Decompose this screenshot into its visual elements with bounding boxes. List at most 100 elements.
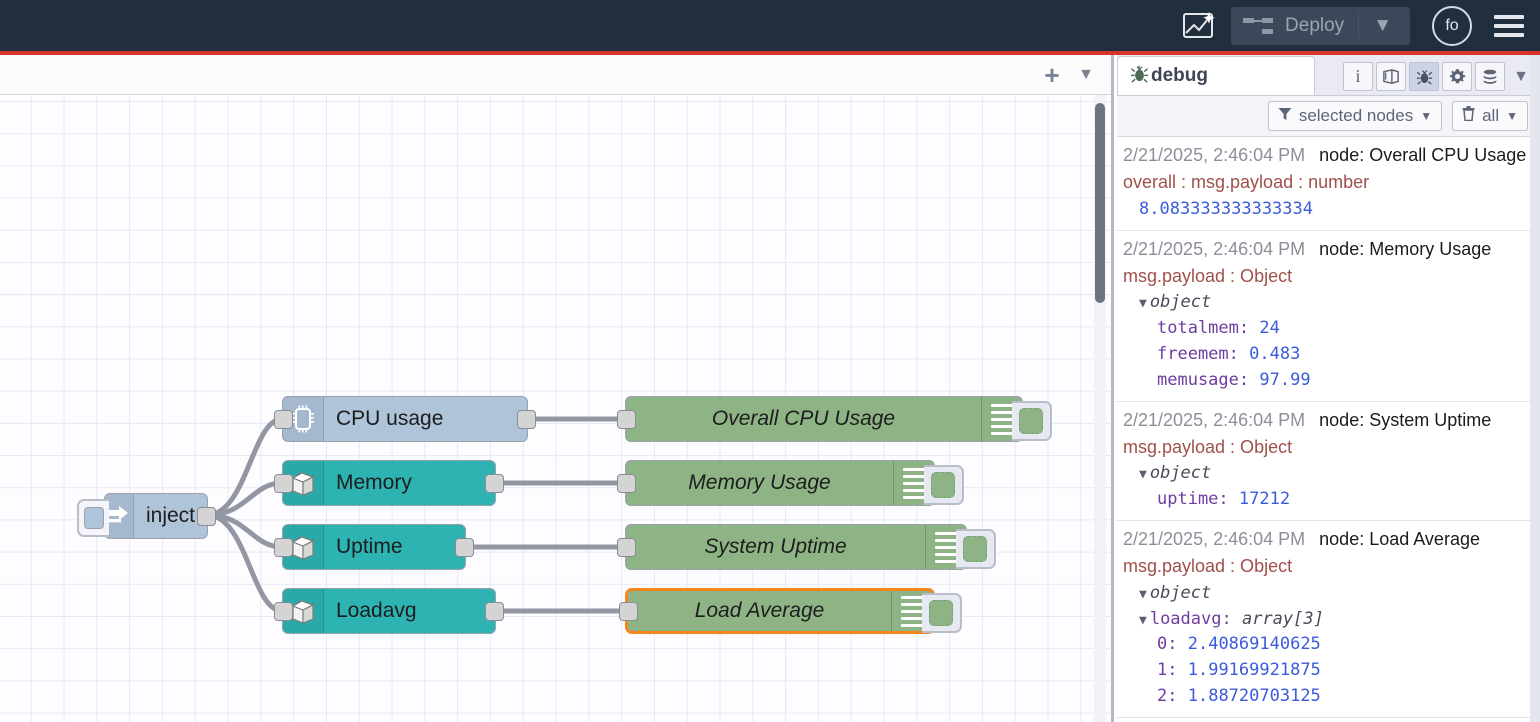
message-source-node: node: Memory Usage bbox=[1319, 238, 1492, 259]
message-timestamp: 2/21/2025, 2:46:04 PM bbox=[1123, 409, 1306, 430]
array-root-row[interactable]: ▼loadavg: array[3] bbox=[1139, 608, 1324, 629]
entry-key: totalmem bbox=[1157, 318, 1239, 339]
object-root-row[interactable]: ▼object bbox=[1123, 461, 1532, 487]
output-port[interactable] bbox=[485, 602, 504, 621]
twisty-icon[interactable]: ▼ bbox=[1139, 296, 1147, 312]
deploy-separator bbox=[1358, 12, 1360, 39]
message-source-node: node: System Uptime bbox=[1319, 409, 1492, 430]
funnel-icon bbox=[1278, 106, 1292, 126]
ai-sparkle-icon[interactable] bbox=[1177, 6, 1221, 46]
debug-toggle-button[interactable] bbox=[924, 465, 964, 505]
object-entry: totalmem: 24 bbox=[1157, 318, 1280, 339]
node-memory[interactable]: Memory bbox=[274, 460, 504, 506]
info-icon[interactable]: i bbox=[1343, 62, 1373, 91]
node-label: Memory bbox=[336, 471, 412, 494]
filter-selected-nodes-button[interactable]: selected nodes ▼ bbox=[1267, 101, 1443, 131]
debug-toggle-button[interactable] bbox=[956, 529, 996, 569]
sidebar-scrollbar[interactable] bbox=[1530, 55, 1540, 722]
tab-debug[interactable]: debug bbox=[1117, 56, 1315, 95]
object-entry: freemem: 0.483 bbox=[1157, 343, 1301, 364]
inject-trigger-button[interactable] bbox=[77, 499, 109, 537]
node-memory-usage[interactable]: Memory Usage bbox=[617, 460, 964, 506]
deploy-caret-icon[interactable]: ▼ bbox=[1373, 14, 1392, 36]
input-port[interactable] bbox=[274, 602, 293, 621]
node-uptime[interactable]: Uptime bbox=[274, 524, 474, 570]
item-value: 1.88720703125 bbox=[1187, 685, 1321, 706]
entry-value: 0.483 bbox=[1249, 343, 1301, 364]
book-icon[interactable] bbox=[1376, 62, 1406, 91]
object-root-row[interactable]: ▼object bbox=[1123, 290, 1532, 316]
entry-value: 97.99 bbox=[1259, 369, 1311, 390]
debug-toggle-button[interactable] bbox=[922, 593, 962, 633]
debug-message[interactable]: 2/21/2025, 2:46:04 PM node: Memory Usage… bbox=[1117, 231, 1540, 402]
canvas-scrollbar-thumb[interactable] bbox=[1095, 103, 1105, 303]
flow-canvas[interactable]: inject CPU us bbox=[0, 95, 1111, 722]
database-icon[interactable] bbox=[1475, 62, 1505, 91]
node-cpu-usage[interactable]: CPU usage bbox=[274, 396, 536, 442]
debug-message[interactable]: 2/21/2025, 2:46:04 PM node: Load Average… bbox=[1117, 521, 1540, 718]
message-source-node: node: Load Average bbox=[1319, 528, 1480, 549]
debug-toggle-button[interactable] bbox=[1012, 401, 1052, 441]
input-port[interactable] bbox=[619, 602, 638, 621]
chevron-down-icon[interactable]: ▼ bbox=[1078, 65, 1094, 83]
flow-tabbar: + ▼ bbox=[0, 55, 1111, 95]
node-label: System Uptime bbox=[704, 535, 847, 558]
chevron-down-icon[interactable]: ▼ bbox=[1506, 109, 1518, 123]
message-property: msg.payload : Object bbox=[1123, 265, 1293, 286]
object-entry: memusage: 97.99 bbox=[1157, 369, 1311, 390]
entry-key: freemem bbox=[1157, 343, 1229, 364]
node-label: Overall CPU Usage bbox=[711, 407, 896, 430]
gear-icon[interactable] bbox=[1442, 62, 1472, 91]
node-overall-cpu-usage[interactable]: Overall CPU Usage bbox=[617, 396, 1052, 442]
entry-key: memusage bbox=[1157, 369, 1239, 390]
clear-all-button[interactable]: all ▼ bbox=[1452, 101, 1528, 131]
message-timestamp: 2/21/2025, 2:46:04 PM bbox=[1123, 145, 1306, 165]
hamburger-icon[interactable] bbox=[1494, 14, 1524, 37]
twisty-icon[interactable]: ▼ bbox=[1139, 586, 1147, 602]
object-root-row[interactable]: ▼object bbox=[1123, 581, 1532, 607]
debug-message[interactable]: 2/21/2025, 2:46:04 PM node: Overall CPU … bbox=[1117, 137, 1540, 231]
debug-message-list[interactable]: 2/21/2025, 2:46:04 PM node: Overall CPU … bbox=[1117, 137, 1540, 722]
node-label: Load Average bbox=[694, 599, 825, 622]
debug-filter-row: selected nodes ▼ all ▼ bbox=[1117, 96, 1540, 137]
output-port[interactable] bbox=[455, 538, 474, 557]
debug-lines-icon bbox=[891, 591, 932, 631]
output-port[interactable] bbox=[517, 410, 536, 429]
input-port[interactable] bbox=[274, 474, 293, 493]
input-port[interactable] bbox=[617, 410, 636, 429]
object-root-label: object bbox=[1149, 463, 1212, 484]
node-label: Uptime bbox=[336, 535, 403, 558]
debug-message[interactable]: 2/21/2025, 2:46:04 PM node: System Uptim… bbox=[1117, 402, 1540, 521]
node-load-average[interactable]: Load Average bbox=[619, 588, 962, 634]
node-system-uptime[interactable]: System Uptime bbox=[617, 524, 996, 570]
node-label: Loadavg bbox=[336, 599, 417, 622]
input-port[interactable] bbox=[274, 410, 293, 429]
twisty-icon[interactable]: ▼ bbox=[1139, 612, 1147, 628]
input-port[interactable] bbox=[274, 538, 293, 557]
node-label: inject bbox=[145, 504, 195, 527]
entry-value: 17212 bbox=[1238, 489, 1291, 510]
item-index: 1 bbox=[1157, 660, 1168, 681]
chevron-down-icon[interactable]: ▼ bbox=[1513, 67, 1529, 85]
output-port[interactable] bbox=[485, 474, 504, 493]
twisty-icon[interactable]: ▼ bbox=[1139, 467, 1147, 483]
node-inject[interactable]: inject bbox=[77, 493, 216, 539]
node-loadavg[interactable]: Loadavg bbox=[274, 588, 504, 634]
deploy-label: Deploy bbox=[1285, 14, 1345, 36]
bug-icon[interactable] bbox=[1409, 62, 1439, 91]
server-box-icon bbox=[283, 461, 324, 505]
debug-lines-icon bbox=[893, 461, 934, 505]
array-item: 1: 1.99169921875 bbox=[1157, 660, 1321, 681]
output-port[interactable] bbox=[197, 507, 216, 526]
debug-lines-icon bbox=[925, 525, 966, 569]
chevron-down-icon[interactable]: ▼ bbox=[1420, 109, 1433, 123]
add-flow-button[interactable]: + bbox=[1044, 59, 1060, 90]
object-root-label: object bbox=[1149, 582, 1212, 603]
input-port[interactable] bbox=[617, 474, 636, 493]
sidebar-tabrow: debug i bbox=[1117, 55, 1540, 96]
input-port[interactable] bbox=[617, 538, 636, 557]
server-box-icon bbox=[283, 525, 324, 569]
avatar[interactable]: fo bbox=[1432, 5, 1472, 46]
deploy-button[interactable]: Deploy ▼ bbox=[1231, 6, 1410, 45]
